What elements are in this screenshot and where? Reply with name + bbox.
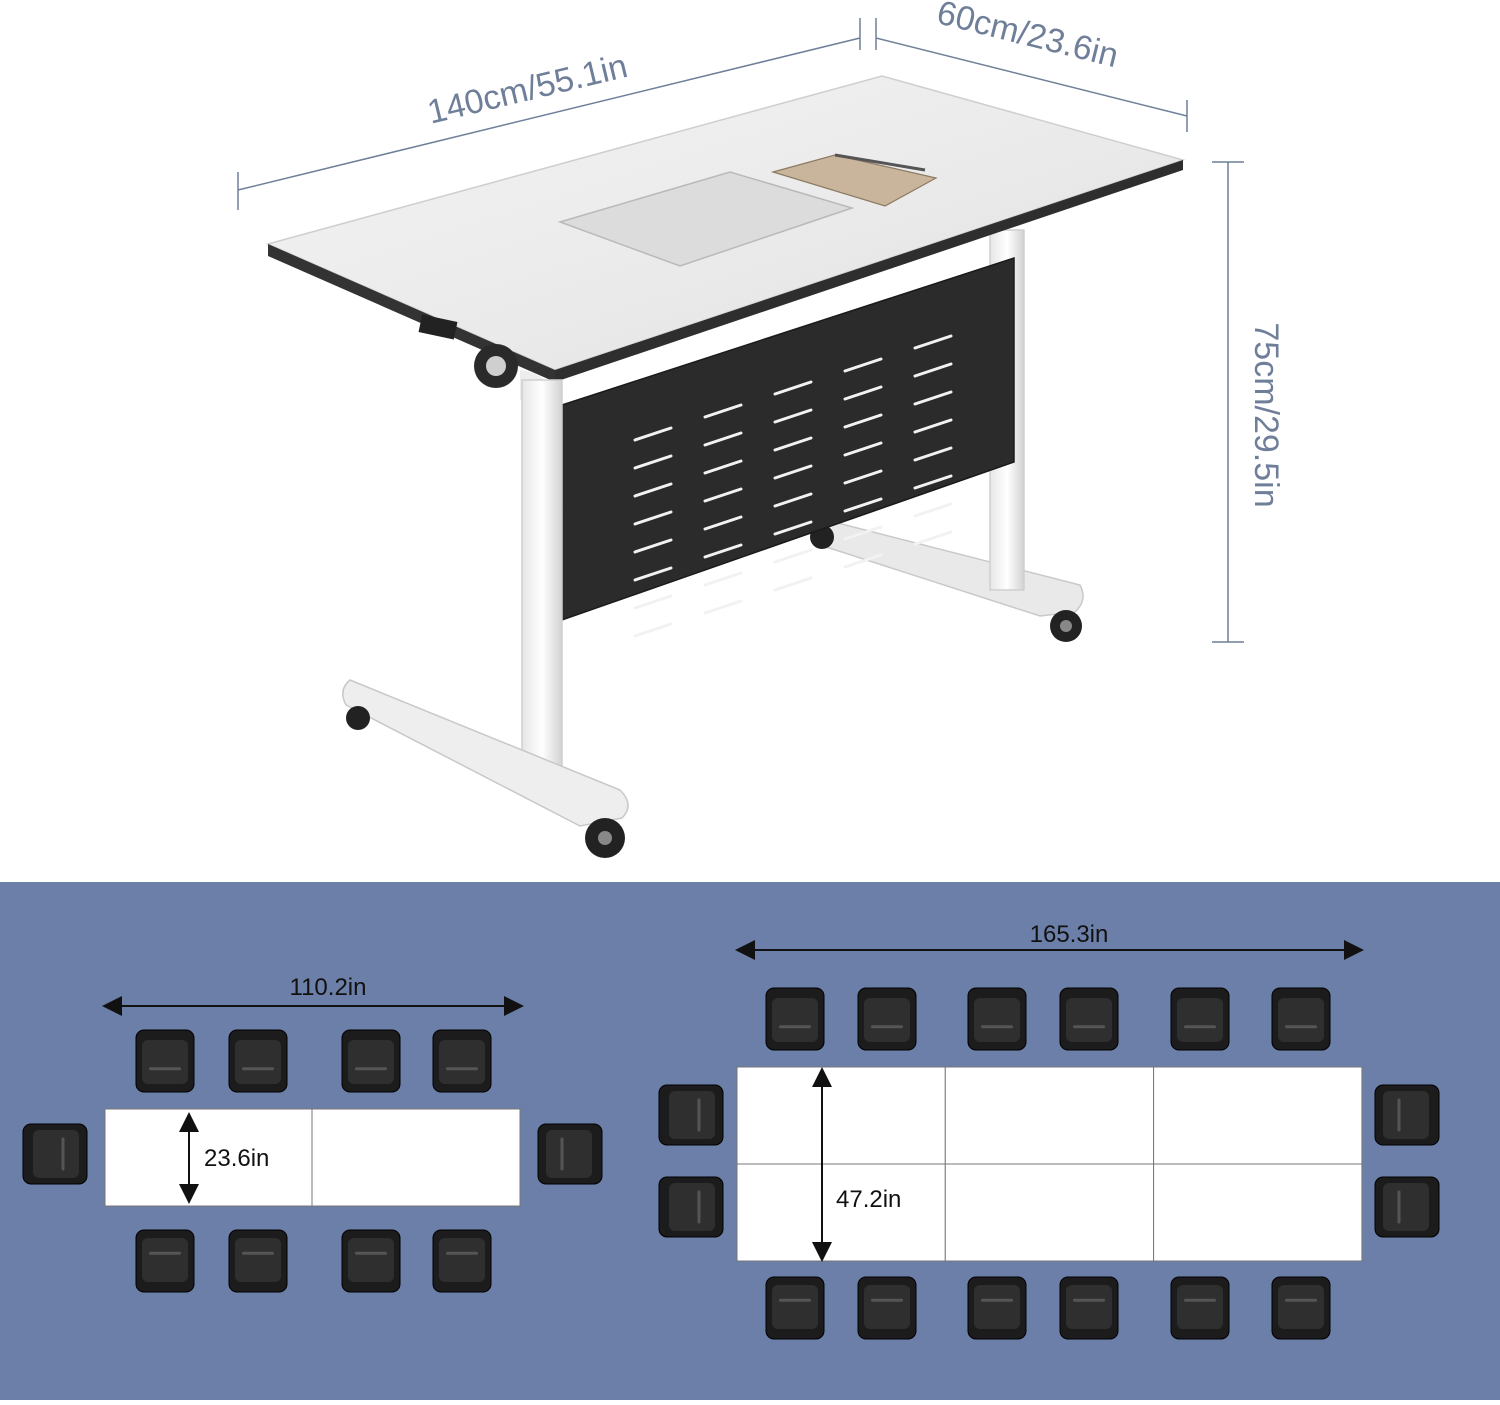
chair-icon: [1271, 1276, 1331, 1340]
modesty-panel: [561, 256, 1015, 638]
chair-icon: [1170, 987, 1230, 1051]
chair-icon: [1059, 1276, 1119, 1340]
chair-icon: [432, 1229, 492, 1293]
chair-icon: [22, 1123, 88, 1185]
chairs-small: [22, 1029, 603, 1293]
chair-icon: [658, 1084, 724, 1146]
chair-icon: [1170, 1276, 1230, 1340]
chair-icon: [967, 1276, 1027, 1340]
layout-small-width-label: 23.6in: [204, 1145, 269, 1172]
chair-icon: [228, 1229, 288, 1293]
chair-icon: [1059, 987, 1119, 1051]
chair-icon: [135, 1029, 195, 1093]
front-leg: [342, 314, 629, 858]
chair-icon: [341, 1229, 401, 1293]
layout-small-length-label: 110.2in: [290, 974, 367, 1001]
layout-small: 110.2in 23.6in: [22, 974, 603, 1293]
chairs-large: [658, 987, 1440, 1340]
chair-icon: [857, 1276, 917, 1340]
layout-large-length-label: 165.3in: [1030, 921, 1109, 948]
chair-icon: [967, 987, 1027, 1051]
chair-icon: [857, 987, 917, 1051]
chair-icon: [341, 1029, 401, 1093]
chair-icon: [658, 1176, 724, 1238]
large-table: [736, 1066, 946, 1165]
laptop: [557, 171, 855, 267]
layout-large-width-label: 47.2in: [836, 1186, 901, 1213]
chair-icon: [135, 1229, 195, 1293]
large-table: [1153, 1163, 1363, 1262]
large-table: [1153, 1066, 1363, 1165]
notebook: [770, 153, 938, 207]
large-table: [944, 1163, 1155, 1262]
chair-icon: [1271, 987, 1331, 1051]
chair-icon: [228, 1029, 288, 1093]
tables-large: [736, 1066, 1363, 1262]
layout-panel: 110.2in 23.6in 165.3in 47.2in: [0, 882, 1500, 1400]
layout-large: 165.3in 47.2in: [658, 921, 1440, 1340]
chair-icon: [537, 1123, 603, 1185]
table-illustration: 140cm/55.1in 60cm/23.6in 75cm/29.5in: [237, 0, 1285, 858]
layout-diagrams: 110.2in 23.6in 165.3in 47.2in: [22, 921, 1440, 1340]
chair-icon: [1374, 1176, 1440, 1238]
small-table-left: [104, 1108, 313, 1207]
small-table-right: [311, 1108, 521, 1207]
height-dimension: 75cm/29.5in: [1212, 161, 1285, 643]
chair-icon: [432, 1029, 492, 1093]
height-label: 75cm/29.5in: [1247, 322, 1285, 507]
chair-icon: [1374, 1084, 1440, 1146]
large-table: [944, 1066, 1155, 1165]
chair-icon: [765, 1276, 825, 1340]
chair-icon: [765, 987, 825, 1051]
depth-label: 60cm/23.6in: [933, 0, 1122, 75]
large-table: [736, 1163, 946, 1262]
